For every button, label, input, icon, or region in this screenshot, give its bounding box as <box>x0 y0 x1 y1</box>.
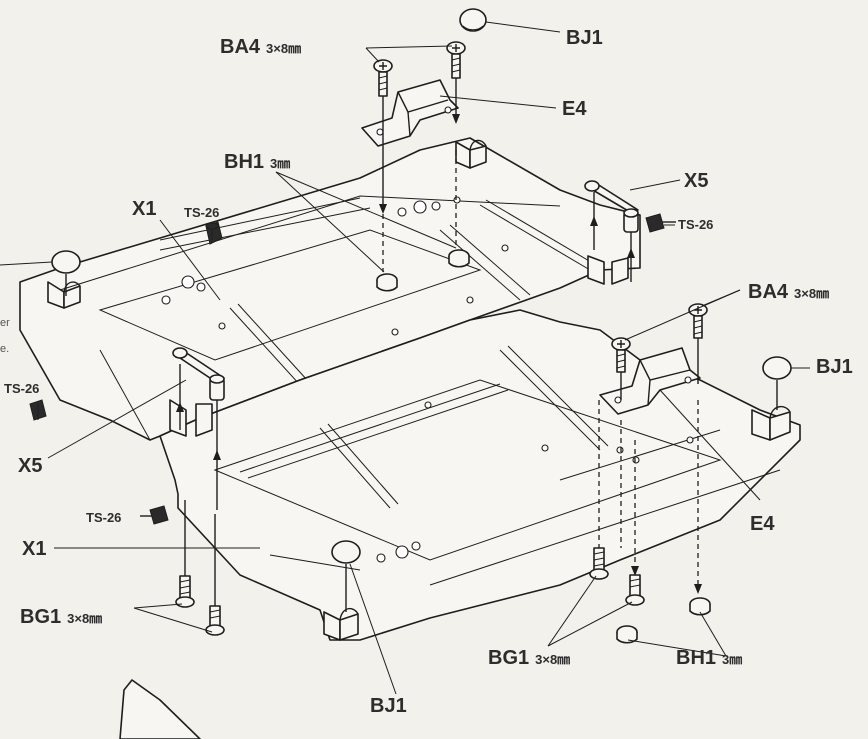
label-bh1-top-size: 3㎜ <box>270 156 290 171</box>
label-bh1-top: BH1 <box>224 151 264 173</box>
label-x1-top: X1 <box>132 198 156 220</box>
label-ts26-bottom: TS-26 <box>86 510 121 525</box>
label-bj1-top: BJ1 <box>566 27 603 49</box>
label-x5-left: X5 <box>18 455 42 477</box>
bh1-nut-top-1 <box>376 273 398 292</box>
bg1-screw-left-1 <box>175 575 195 608</box>
ts26-part-top <box>205 221 223 245</box>
label-e4-top: E4 <box>562 98 587 120</box>
bg1-screw-left-2 <box>205 605 225 636</box>
label-x1-bottom: X1 <box>22 538 46 560</box>
partial-panel-bottom <box>119 679 201 739</box>
bj1-cap-left <box>51 250 81 274</box>
bh1-nut-top-2 <box>448 249 470 268</box>
margin-text-2: e. <box>0 343 9 355</box>
post-left-top <box>47 281 81 309</box>
ts26-part-bottom <box>140 505 169 525</box>
label-ba4-top-size: 3×8㎜ <box>266 41 301 56</box>
label-bg1-bottom: BG1 <box>488 647 529 669</box>
post-bottom-front <box>323 607 359 641</box>
label-e4-right: E4 <box>750 513 775 535</box>
post-center-top <box>455 139 487 169</box>
ba4-screw-right-2 <box>688 303 708 339</box>
ts26-part-right <box>645 213 676 233</box>
label-bg1-left-size: 3×8㎜ <box>67 611 102 626</box>
e4-bracket-right <box>599 347 701 415</box>
post-right-mid <box>587 255 629 285</box>
label-ts26-top: TS-26 <box>184 205 219 220</box>
bg1-screw-bottom-1 <box>589 547 609 580</box>
label-bh1-bottom-size: 3㎜ <box>722 652 742 667</box>
bh1-nut-bottom-2 <box>689 597 711 616</box>
label-ba4-top: BA4 <box>220 36 261 58</box>
label-bg1-bottom-size: 3×8㎜ <box>535 652 570 667</box>
ba4-screw-top-1 <box>373 59 393 97</box>
ba4-screw-top-2 <box>446 41 466 79</box>
e4-bracket-top <box>361 79 459 147</box>
bj1-cap-top <box>459 8 487 32</box>
label-ts26-left: TS-26 <box>4 381 39 396</box>
ba4-screw-right-1 <box>611 337 631 373</box>
label-bj1-bottom: BJ1 <box>370 695 407 717</box>
bj1-cap-right <box>762 356 792 380</box>
post-right-lower <box>751 405 791 441</box>
bh1-nut-bottom-1 <box>616 625 638 644</box>
label-bg1-left: BG1 <box>20 606 61 628</box>
x5-link-top <box>584 180 639 233</box>
label-bj1-right: BJ1 <box>816 356 853 378</box>
part-labels: BA4 3×8㎜ BJ1 E4 BH1 3㎜ X1 TS-26 X5 TS-26 B… <box>0 27 853 717</box>
label-bh1-bottom: BH1 <box>676 647 716 669</box>
upper-chassis-plate <box>19 137 641 471</box>
leader-lines <box>0 21 810 695</box>
label-x5-top: X5 <box>684 170 708 192</box>
bj1-cap-bottom <box>331 540 361 564</box>
bg1-screw-bottom-2 <box>625 574 645 606</box>
label-ba4-right: BA4 <box>748 281 789 303</box>
label-ba4-right-size: 3×8㎜ <box>794 286 829 301</box>
label-ts26-right: TS-26 <box>678 217 713 232</box>
margin-text-1: er <box>0 317 10 329</box>
